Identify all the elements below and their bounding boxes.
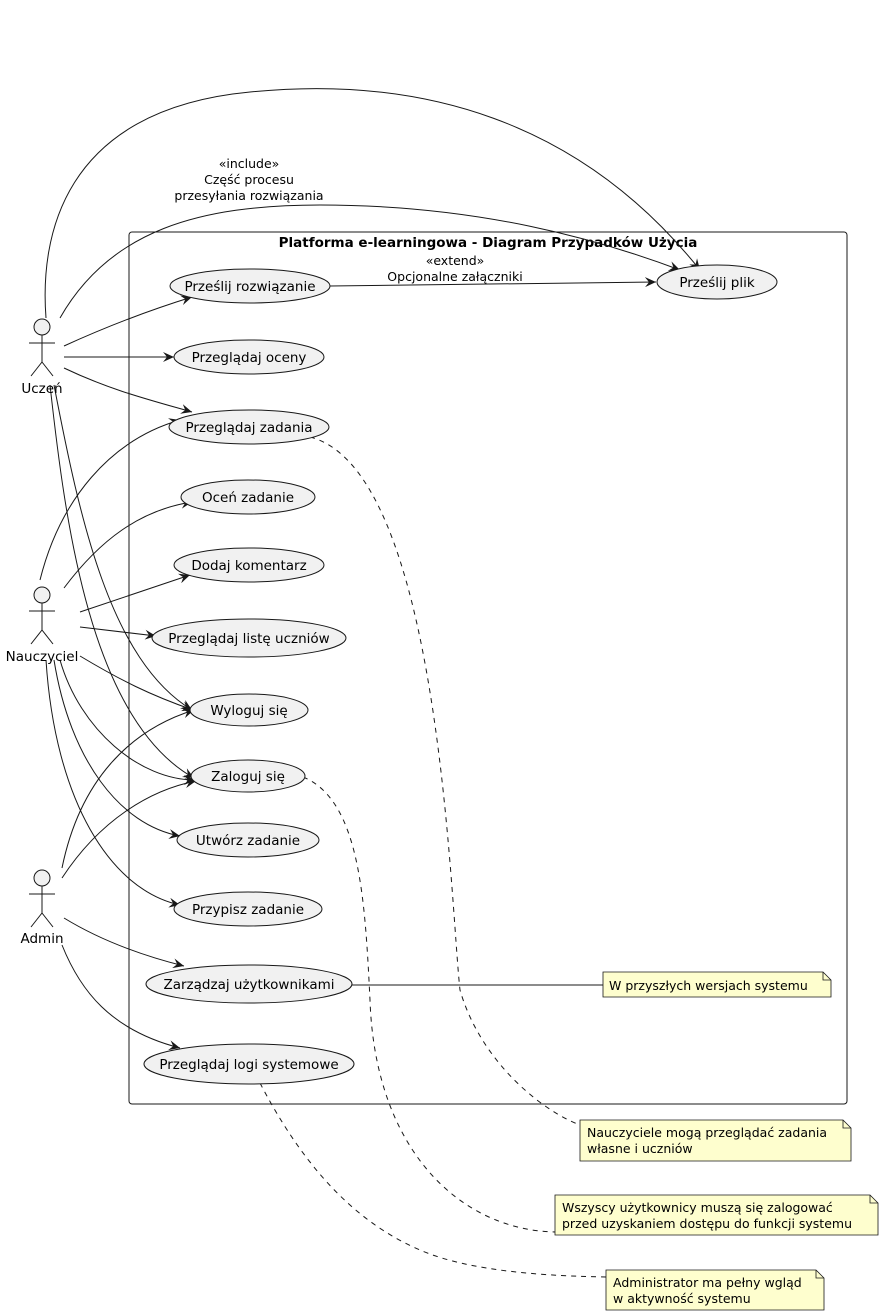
note-admin: Administrator ma pełny wgląd w aktywność… — [605, 1269, 825, 1311]
use-case-zaloguj-sie[interactable]: Zaloguj się — [190, 759, 306, 793]
edge-uczen-wyloguj — [53, 384, 193, 711]
extend-label: «extend» Opcjonalne załączniki — [387, 253, 522, 284]
extend-label-line-1: «extend» — [426, 253, 485, 268]
edge-nauczyciel-zaloguj — [59, 659, 196, 785]
include-label: «include» Część procesu przesyłania rozw… — [174, 156, 323, 203]
edge-admin-wyloguj — [61, 708, 195, 869]
use-case-przeslij-rozwiazanie[interactable]: Prześlij rozwiązanie — [169, 268, 331, 304]
note-teachers-line-1: Nauczyciele mogą przeglądać zadania — [587, 1125, 827, 1140]
use-case-przegladaj-zadania[interactable]: Przeglądaj zadania — [168, 409, 330, 445]
use-case-label: Przypisz zadanie — [192, 902, 304, 918]
use-case-zarzadzaj-uzytkownikami[interactable]: Zarządzaj użytkownikami — [145, 964, 353, 1004]
edge-nauczyciel-ocen-zadanie — [63, 498, 193, 589]
use-case-przegladaj-liste-uczniow[interactable]: Przeglądaj listę uczniów — [151, 618, 347, 658]
associations — [39, 88, 701, 1051]
edge-nauczyciel-przegladaj-zadania — [39, 418, 181, 581]
actor-nauczyciel-label: Nauczyciel — [6, 649, 79, 665]
extend-label-line-2: Opcjonalne załączniki — [387, 269, 522, 284]
note-login: Wszyscy użytkownicy muszą się zalogować … — [554, 1194, 879, 1236]
use-case-dodaj-komentarz[interactable]: Dodaj komentarz — [173, 547, 325, 583]
actor-uczen[interactable] — [29, 318, 55, 377]
include-label-line-2: Część procesu — [204, 172, 294, 187]
edge-uczen-przeslij-plik — [44, 88, 701, 319]
use-case-label: Prześlij plik — [679, 275, 754, 291]
actor-nauczyciel[interactable] — [29, 586, 55, 645]
edge-nauczyciel-wyloguj — [79, 655, 194, 712]
use-case-label: Przeglądaj zadania — [185, 420, 312, 436]
note-login-line-1: Wszyscy użytkownicy muszą się zalogować — [562, 1200, 833, 1215]
note-teachers: Nauczyciele mogą przeglądać zadania włas… — [579, 1119, 852, 1162]
connector-login-note — [302, 776, 556, 1233]
use-case-ocen-zadanie[interactable]: Oceń zadanie — [180, 479, 316, 515]
note-teachers-line-2: własne i uczniów — [587, 1141, 693, 1156]
connector-admin-note — [259, 1082, 607, 1278]
actor-admin[interactable] — [29, 869, 55, 928]
connector-teachers-note — [309, 436, 581, 1126]
note-future-versions: W przyszłych wersjach systemu — [602, 971, 832, 998]
actor-head — [33, 586, 51, 604]
edge-nauczyciel-przypisz-zadanie — [45, 659, 181, 908]
use-case-label: Oceń zadanie — [202, 490, 294, 506]
note-admin-line-2: w aktywność systemu — [613, 1291, 751, 1306]
edge-nauczyciel-utworz-zadanie — [53, 659, 181, 839]
note-login-line-2: przed uzyskaniem dostępu do funkcji syst… — [562, 1216, 852, 1231]
use-case-label: Dodaj komentarz — [191, 558, 306, 574]
use-case-wyloguj-sie[interactable]: Wyloguj się — [189, 693, 309, 727]
use-case-label: Prześlij rozwiązanie — [184, 279, 315, 295]
edge-extend-rozwiazanie-plik — [329, 277, 657, 288]
note-admin-line-1: Administrator ma pełny wgląd — [613, 1275, 802, 1290]
edge-uczen-zaloguj — [49, 384, 195, 779]
edge-admin-logi — [61, 944, 181, 1051]
use-case-label: Przeglądaj listę uczniów — [168, 631, 329, 647]
use-case-przegladaj-logi[interactable]: Przeglądaj logi systemowe — [143, 1043, 355, 1085]
note-future-line-1: W przyszłych wersjach systemu — [609, 978, 808, 993]
use-case-label: Wyloguj się — [210, 703, 287, 719]
use-case-utworz-zadanie[interactable]: Utwórz zadanie — [176, 822, 320, 858]
edge-uczen-przeslij-rozwiazanie — [63, 295, 193, 347]
edge-uczen-przegladaj-zadania — [63, 367, 193, 414]
note-connectors — [259, 436, 607, 1278]
use-case-przypisz-zadanie[interactable]: Przypisz zadanie — [173, 891, 323, 927]
actor-head — [33, 318, 51, 336]
use-case-label: Przeglądaj oceny — [192, 350, 307, 366]
use-case-label: Utwórz zadanie — [196, 833, 300, 849]
include-label-line-1: «include» — [219, 156, 280, 171]
edge-nauczyciel-dodaj-komentarz — [79, 573, 191, 613]
edge-admin-zarzadzaj — [63, 917, 185, 969]
actor-uczen-label: Uczeń — [21, 381, 62, 397]
actor-head — [33, 869, 51, 887]
system-boundary — [128, 231, 848, 1105]
edge-nauczyciel-przegladaj-liste — [79, 626, 157, 640]
use-case-label: Zaloguj się — [211, 769, 285, 785]
system-title: Platforma e-learningowa - Diagram Przypa… — [279, 235, 698, 251]
use-case-label: Przeglądaj logi systemowe — [159, 1057, 338, 1073]
use-case-przeslij-plik[interactable]: Prześlij plik — [656, 264, 778, 300]
include-label-line-3: przesyłania rozwiązania — [174, 188, 323, 203]
edge-uczen-include-przeslij-plik — [59, 204, 681, 319]
actor-admin-label: Admin — [20, 931, 63, 947]
use-case-label: Zarządzaj użytkownikami — [163, 977, 334, 993]
edge-admin-zaloguj — [61, 778, 197, 879]
use-case-przegladaj-oceny[interactable]: Przeglądaj oceny — [173, 339, 325, 375]
